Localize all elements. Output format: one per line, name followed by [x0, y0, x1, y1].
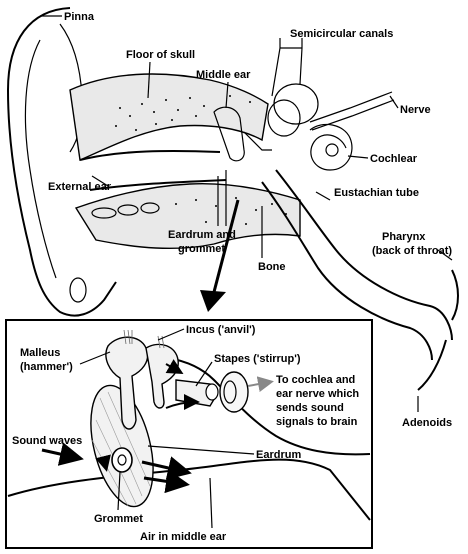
label-to-cochlea-line4: signals to brain — [276, 416, 358, 428]
sound-waves-arrow — [41, 442, 84, 466]
cochlea-shape — [309, 123, 353, 171]
eardrum-membrane — [90, 384, 154, 508]
ossicles-shape — [213, 106, 245, 162]
eustachian-tube-shape — [275, 169, 453, 341]
label-pharynx-line1: Pharynx — [382, 231, 426, 243]
malleus-shape — [105, 336, 149, 430]
label-external-ear: External ear — [48, 181, 112, 193]
label-air-in-middle-ear: Air in middle ear — [140, 531, 227, 543]
label-malleus-line1: Malleus — [20, 347, 60, 359]
label-middle-ear: Middle ear — [196, 69, 251, 81]
pinna-shape — [6, 7, 117, 317]
to-cochlea-arrow — [247, 376, 274, 393]
zoom-arrow — [212, 199, 240, 293]
label-bone: Bone — [258, 261, 286, 273]
label-stapes: Stapes ('stirrup') — [214, 353, 301, 365]
label-sound-waves: Sound waves — [12, 435, 82, 447]
label-eustachian-tube: Eustachian tube — [334, 187, 419, 199]
label-malleus-line2: (hammer') — [20, 361, 73, 373]
inset-frame — [5, 319, 373, 549]
label-nerve: Nerve — [400, 104, 431, 116]
label-floor-of-skull: Floor of skull — [126, 49, 195, 61]
label-semicircular-canals: Semicircular canals — [290, 28, 393, 40]
inset-detail — [5, 319, 373, 549]
label-to-cochlea-line3: sends sound — [276, 402, 344, 414]
label-to-cochlea-line1: To cochlea and — [276, 374, 355, 386]
label-cochlear: Cochlear — [370, 153, 418, 165]
upper-leader-lines — [40, 15, 453, 412]
inset-leader-lines — [79, 328, 255, 529]
label-eardrum-and-grommet-line1: Eardrum and — [168, 229, 236, 241]
upper-labels: Pinna Floor of skull Semicircular canals… — [48, 11, 452, 429]
label-adenoids: Adenoids — [402, 417, 452, 429]
inset-labels: Incus ('anvil') Malleus (hammer') Stapes… — [12, 324, 359, 543]
label-incus: Incus ('anvil') — [186, 324, 256, 336]
label-to-cochlea-line2: ear nerve which — [276, 388, 359, 400]
label-pinna: Pinna — [64, 11, 95, 23]
label-eardrum: Eardrum — [256, 449, 301, 461]
upper-ear-drawing — [6, 7, 459, 391]
label-eardrum-and-grommet-line2: grommet — [178, 243, 225, 255]
label-pharynx-line2: (back of throat) — [372, 245, 452, 257]
skull-floor-shape — [69, 73, 269, 161]
bone-shape — [74, 182, 301, 250]
label-grommet: Grommet — [94, 513, 143, 525]
grommet-tube — [111, 447, 133, 473]
